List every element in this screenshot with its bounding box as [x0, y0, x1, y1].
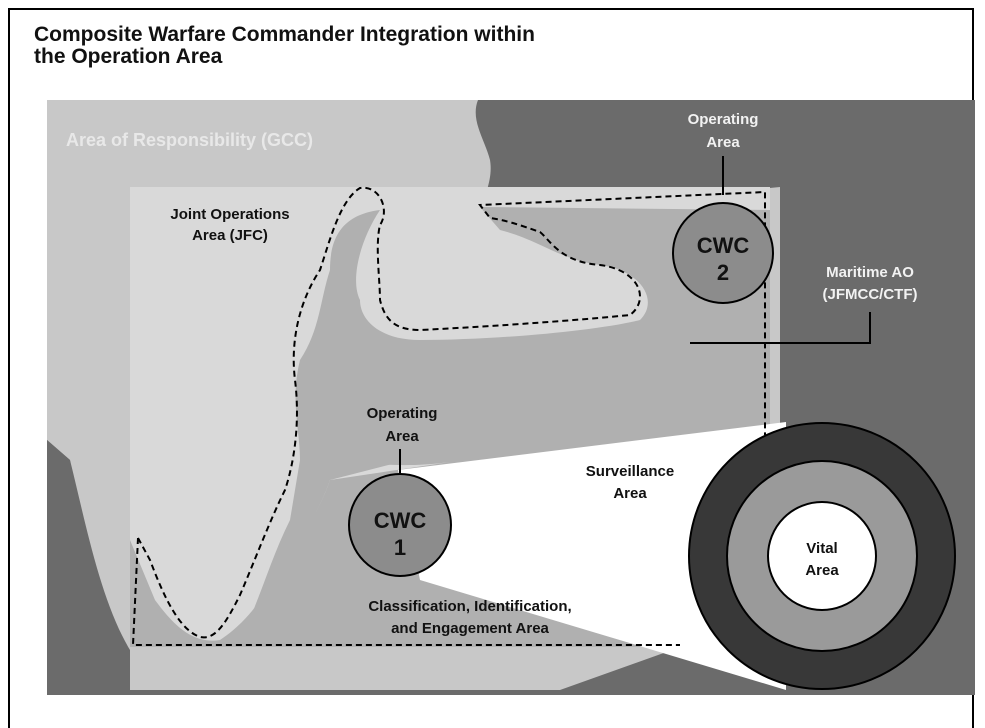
vital-label-line-1: Vital — [806, 540, 837, 557]
cwc1-label-line-2: 1 — [394, 535, 406, 560]
cwc1-circle — [348, 473, 452, 577]
cie-label-line-1: Classification, Identification, — [368, 598, 571, 615]
diagram-title: Composite Warfare Commander Integration … — [34, 24, 734, 68]
oparea2-label-line-2: Area — [706, 134, 740, 151]
aor-label: Area of Responsibility (GCC) — [66, 130, 313, 150]
surveillance-wedge — [398, 422, 786, 690]
maritime-label-line-2: (JFMCC/CTF) — [823, 286, 918, 303]
oparea1-label-line-1: Operating — [367, 405, 438, 422]
title-line-1: Composite Warfare Commander Integration … — [34, 23, 535, 46]
vital-area-circle — [767, 501, 877, 611]
maritime-ao-dashed-bottom — [131, 537, 680, 646]
diagram-canvas: Area of Responsibility (GCC) Joint Opera… — [47, 100, 975, 695]
oparea1-label-line-2: Area — [385, 428, 419, 445]
joa-label-line-1: Joint Operations — [170, 206, 289, 223]
cwc2-circle — [672, 202, 774, 304]
joa-land-mid — [240, 457, 400, 640]
oparea2-label-line-1: Operating — [688, 111, 759, 128]
title-line-2: the Operation Area — [34, 45, 223, 68]
cwc2-label-line-2: 2 — [717, 260, 729, 285]
dark-land-bottom-left — [47, 440, 130, 695]
maritime-callout-line — [690, 312, 871, 344]
maritime-label-line-1: Maritime AO — [826, 264, 914, 281]
cwc2-label-line-1: CWC — [697, 233, 750, 258]
vital-label-line-2: Area — [805, 562, 839, 579]
surveillance-label-line-1: Surveillance — [586, 463, 674, 480]
cwc1-label-line-1: CWC — [374, 508, 427, 533]
surveillance-label-line-2: Area — [613, 485, 647, 502]
cie-label-line-2: and Engagement Area — [391, 620, 549, 637]
joa-label-line-2: Area (JFC) — [192, 227, 268, 244]
